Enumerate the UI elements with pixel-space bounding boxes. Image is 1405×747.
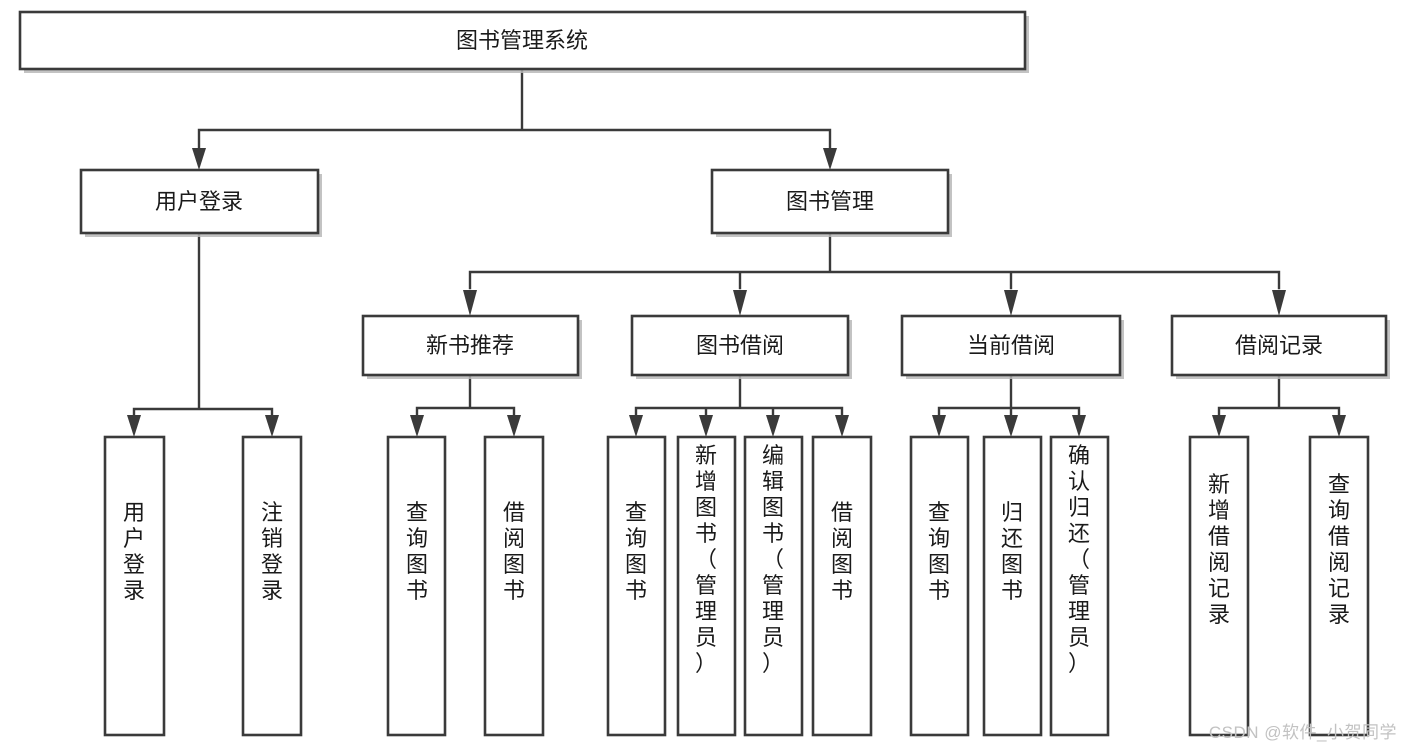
arrow-to-cb-query: [932, 415, 946, 437]
leaf-borrow-add-book-box: [676, 435, 737, 737]
node-borrow-record-label: 借阅记录: [1235, 333, 1323, 358]
leaf-record-query-label: 查询借阅记录: [1328, 472, 1350, 627]
edge-bookmgmt-bus: [468, 231, 1281, 290]
arrow-to-user-login: [192, 148, 206, 170]
node-new-book-recommend-box: [361, 314, 580, 377]
leaf-record-query[interactable]: 查询借阅记录: [1308, 435, 1370, 737]
leaf-borrow-add-book-label: 新增图书（管理员）: [695, 443, 717, 676]
node-borrow-record-box: [1170, 314, 1388, 377]
arrow-to-bb-edit: [766, 415, 780, 437]
node-user-login[interactable]: 用户登录: [79, 168, 322, 237]
node-root-box: [18, 10, 1027, 71]
node-user-login-label: 用户登录: [155, 189, 243, 214]
leaf-current-query-book-label: 查询图书: [928, 500, 950, 603]
leaf-borrow-borrow-book-box: [811, 435, 873, 737]
node-root[interactable]: 图书管理系统: [18, 10, 1029, 73]
arrow-to-current: [1004, 290, 1018, 316]
leaf-user-logout[interactable]: 注销登录: [241, 435, 303, 737]
node-book-management[interactable]: 图书管理: [710, 168, 952, 237]
leaf-borrow-add-book[interactable]: 新增图书（管理员）: [676, 435, 737, 737]
arrow-to-record: [1272, 290, 1286, 316]
leaf-newbook-borrow-book-label: 借阅图书: [503, 500, 525, 603]
arrow-to-bb-query: [629, 415, 643, 437]
arrowheads-borrow-leaves: [629, 415, 849, 437]
arrow-to-leaf-user-logout: [265, 415, 279, 437]
leaf-user-login-label: 用户登录: [123, 500, 145, 603]
node-current-borrow-label: 当前借阅: [967, 333, 1055, 358]
edge-current-bus: [937, 373, 1081, 421]
node-book-borrow[interactable]: 图书借阅: [630, 314, 852, 379]
arrow-to-new-book: [463, 290, 477, 316]
node-borrow-record[interactable]: 借阅记录: [1170, 314, 1390, 379]
leaf-borrow-edit-book[interactable]: 编辑图书（管理员）: [743, 435, 804, 737]
arrow-to-borrow: [733, 290, 747, 316]
edge-record-bus: [1217, 373, 1341, 421]
leaf-current-return-book-box: [982, 435, 1043, 737]
leaf-user-logout-label: 注销登录: [261, 500, 283, 603]
arrowheads-level2: [192, 148, 837, 170]
leaf-record-query-box: [1308, 435, 1370, 737]
leaf-borrow-borrow-book[interactable]: 借阅图书: [811, 435, 873, 737]
leaf-current-return-book[interactable]: 归还图书: [982, 435, 1043, 737]
arrow-to-nb-query: [410, 415, 424, 437]
node-new-book-recommend-label: 新书推荐: [426, 333, 514, 358]
leaf-newbook-borrow-book-box: [483, 435, 545, 737]
leaf-user-logout-box: [241, 435, 303, 737]
edge-borrow-bus: [634, 373, 844, 421]
arrow-to-cb-confirm: [1072, 415, 1086, 437]
arrow-to-nb-borrow: [507, 415, 521, 437]
node-current-borrow[interactable]: 当前借阅: [900, 314, 1124, 379]
node-current-borrow-box: [900, 314, 1122, 377]
leaf-record-add[interactable]: 新增借阅记录: [1188, 435, 1250, 737]
leaf-current-confirm-return[interactable]: 确认归还（管理员）: [1049, 435, 1110, 737]
leaf-current-query-book[interactable]: 查询图书: [909, 435, 970, 737]
edge-userlogin-bus: [132, 231, 274, 421]
leaf-newbook-query-book-box: [386, 435, 447, 737]
leaf-user-login-box: [103, 435, 166, 737]
arrowheads-newbook-leaves: [410, 415, 521, 437]
edge-newbook-bus: [415, 373, 516, 421]
leaf-record-add-box: [1188, 435, 1250, 737]
leaf-borrow-edit-book-label: 编辑图书（管理员）: [762, 443, 784, 676]
node-book-management-label: 图书管理: [786, 189, 874, 214]
node-user-login-box: [79, 168, 320, 235]
arrow-to-book-mgmt: [823, 148, 837, 170]
arrow-to-leaf-user-login: [127, 415, 141, 437]
node-book-borrow-box: [630, 314, 850, 377]
leaf-borrow-query-book-box: [606, 435, 667, 737]
leaf-borrow-borrow-book-label: 借阅图书: [831, 500, 853, 603]
node-root-label: 图书管理系统: [456, 28, 588, 53]
arrowheads-userlogin-leaves: [127, 415, 279, 437]
arrow-to-rec-query: [1332, 415, 1346, 437]
leaf-current-confirm-return-label: 确认归还（管理员）: [1068, 443, 1090, 676]
leaf-user-login[interactable]: 用户登录: [103, 435, 166, 737]
edge-root-bus: [197, 67, 832, 154]
arrow-to-cb-return: [1004, 415, 1018, 437]
nodes-layer: 图书管理系统 用户登录 图书管理 新书推荐: [18, 10, 1390, 737]
leaf-borrow-edit-book-box: [743, 435, 804, 737]
node-book-borrow-label: 图书借阅: [696, 333, 784, 358]
arrowheads-current-leaves: [932, 415, 1086, 437]
node-new-book-recommend[interactable]: 新书推荐: [361, 314, 582, 379]
arrow-to-bb-add: [699, 415, 713, 437]
arrowheads-level3: [463, 290, 1286, 316]
leaf-current-return-book-label: 归还图书: [1001, 500, 1023, 603]
leaf-current-query-book-box: [909, 435, 970, 737]
watermark: CSDN @软件_小贺同学: [1208, 723, 1397, 742]
node-book-management-box: [710, 168, 950, 235]
leaf-current-confirm-return-box: [1049, 435, 1110, 737]
leaf-record-add-label: 新增借阅记录: [1208, 472, 1230, 627]
leaf-newbook-borrow-book[interactable]: 借阅图书: [483, 435, 545, 737]
arrow-to-bb-borrow: [835, 415, 849, 437]
connectors-layer: [127, 67, 1346, 437]
arrow-to-rec-add: [1212, 415, 1226, 437]
leaf-newbook-query-book[interactable]: 查询图书: [386, 435, 447, 737]
leaf-borrow-query-book[interactable]: 查询图书: [606, 435, 667, 737]
arrowheads-record-leaves: [1212, 415, 1346, 437]
leaf-borrow-query-book-label: 查询图书: [625, 500, 647, 603]
leaf-newbook-query-book-label: 查询图书: [406, 500, 428, 603]
